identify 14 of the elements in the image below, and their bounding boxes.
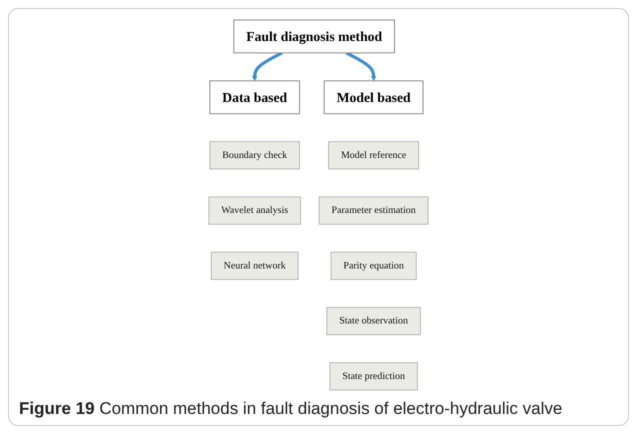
node-box: Fault diagnosis method <box>233 20 395 54</box>
node-box: State prediction <box>330 362 418 390</box>
node-box: Model based <box>324 80 424 114</box>
node-box: Data based <box>209 80 300 114</box>
node-box: Parity equation <box>330 252 417 280</box>
node-box: Wavelet analysis <box>208 196 301 225</box>
node-box: Model reference <box>328 141 420 170</box>
figure-caption: Figure 19 Common methods in fault diagnosis of electro-hydraulic valve <box>19 399 564 419</box>
arrow <box>252 52 283 82</box>
node-box: Boundary check <box>210 141 300 170</box>
node-box: Parameter estimation <box>318 196 428 225</box>
arrow <box>346 52 376 82</box>
node-box: State observation <box>326 307 421 336</box>
node-box: Neural network <box>210 252 298 280</box>
